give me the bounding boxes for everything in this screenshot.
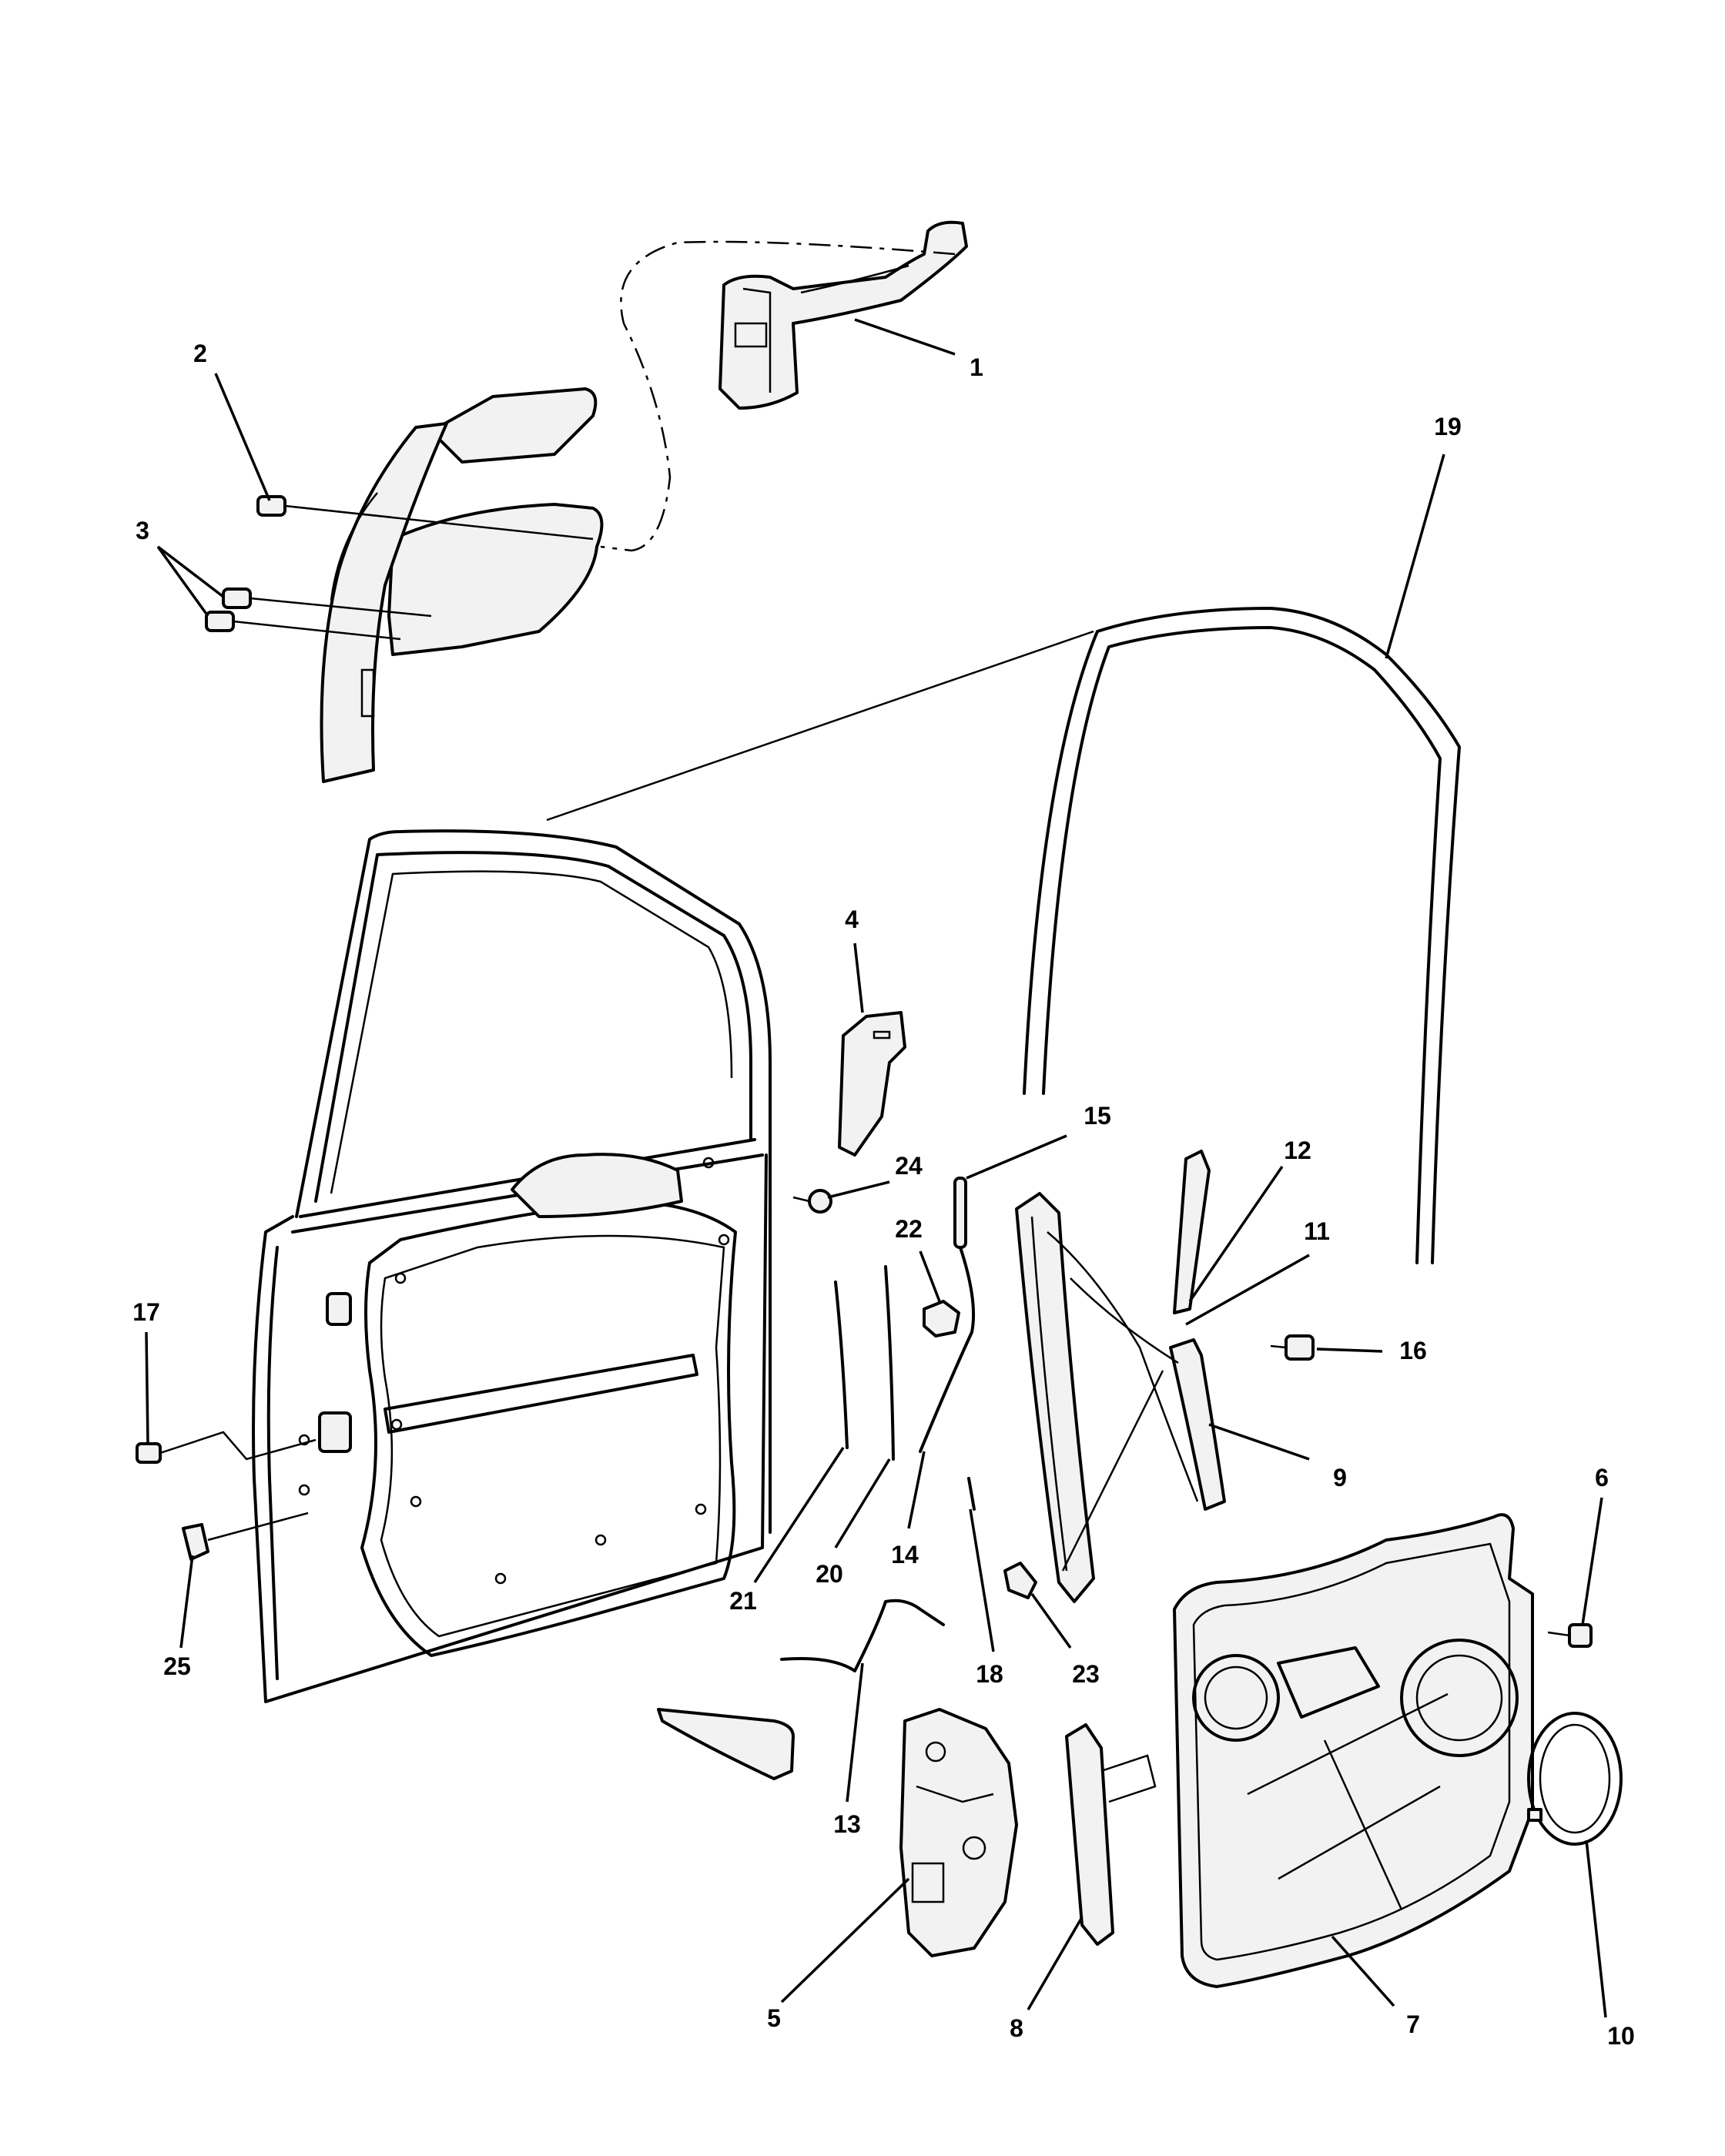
callout-17: 17 [132,1298,160,1326]
callout-7: 7 [1406,2010,1420,2038]
window-regulator-part[interactable] [1015,1150,1226,1603]
rod-21[interactable] [834,1281,849,1449]
callout-12: 12 [1284,1137,1311,1164]
glass-run-channel-part[interactable] [546,607,1461,1264]
regulator-bracket-8[interactable] [1065,1723,1157,1946]
callout-15: 15 [1084,1102,1111,1130]
callout-22: 22 [895,1215,923,1243]
callout-24: 24 [895,1152,923,1180]
door-shell-part[interactable] [252,829,772,1703]
handle-bracket-part[interactable] [320,387,604,783]
callout-5: 5 [767,2004,781,2032]
callout-25: 25 [163,1652,191,1680]
callout-18: 18 [976,1660,1003,1688]
callout-1: 1 [970,353,983,381]
leader-lines [145,318,1607,2018]
callout-11: 11 [1304,1217,1330,1245]
bolt-17[interactable] [136,1431,317,1464]
bumper-25[interactable] [182,1512,309,1561]
callout-21: 21 [729,1587,757,1615]
callout-4: 4 [845,906,859,933]
callout-8: 8 [1010,2014,1023,2042]
callout-labels: 1 2 3 4 5 6 7 8 9 10 11 12 13 14 15 16 1… [132,340,1635,2050]
door-module-carrier-part[interactable] [1173,1513,1534,1988]
callout-9: 9 [1333,1464,1347,1491]
screw-6[interactable] [1547,1623,1593,1648]
rod-18[interactable] [967,1477,976,1511]
callout-14: 14 [891,1541,919,1568]
speaker-ring-10[interactable] [1527,1712,1623,1846]
cable-13[interactable] [780,1599,945,1672]
rod-20[interactable] [884,1265,895,1461]
callout-6: 6 [1595,1464,1609,1491]
callout-20: 20 [816,1560,843,1588]
clip-23[interactable] [1003,1562,1037,1599]
callout-19: 19 [1434,413,1462,440]
callout-10: 10 [1607,2022,1635,2050]
door-bracket-part[interactable] [838,1011,906,1157]
rod-15-14[interactable] [919,1177,976,1453]
door-latch-part[interactable] [899,1708,1018,1957]
foam-block[interactable] [657,1708,795,1780]
callout-2: 2 [193,340,207,367]
fastener-24[interactable] [792,1189,832,1214]
bolt-2[interactable] [256,495,594,541]
bolt-16[interactable] [1270,1334,1315,1361]
bolt-3-upper[interactable] [222,588,432,618]
callout-16: 16 [1399,1337,1427,1364]
handle-position-outline [600,240,956,552]
callout-3: 3 [136,517,149,544]
callout-13: 13 [833,1810,861,1838]
callout-23: 23 [1072,1660,1100,1688]
exterior-handle-part[interactable] [718,220,968,410]
bolt-3-lower[interactable] [205,611,401,641]
clip-22[interactable] [923,1300,960,1337]
